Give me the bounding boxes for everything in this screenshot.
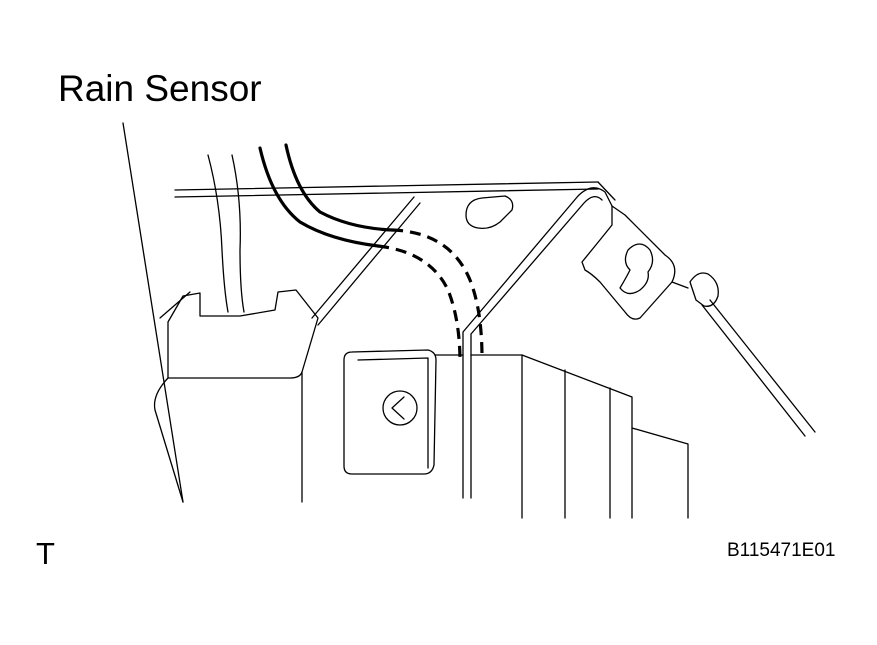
bracket-slot [465, 195, 514, 230]
connector-block [343, 349, 437, 475]
sensor-body [470, 354, 689, 519]
callout-leader-line [122, 122, 184, 503]
windshield-edge [174, 181, 599, 198]
bracket-hook [581, 205, 676, 320]
figure-id: B115471E01 [727, 540, 836, 561]
rain-sensor-label: Rain Sensor [58, 68, 262, 109]
bracket-plate [311, 181, 616, 499]
sensor-cover [153, 289, 319, 503]
sensor-wire-harness [258, 143, 484, 363]
corner-mark: T [36, 536, 55, 571]
right-wire [671, 272, 816, 437]
thin-wire-harness [207, 154, 245, 313]
